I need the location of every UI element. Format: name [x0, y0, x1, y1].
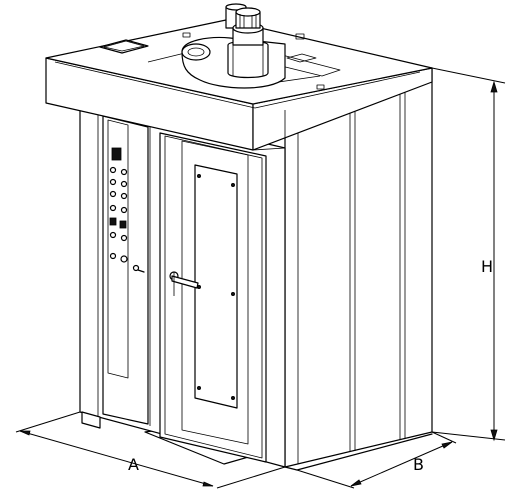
dimension-b: B	[296, 431, 457, 489]
dimension-b-label: B	[413, 455, 424, 474]
dimension-a-label: A	[128, 455, 139, 474]
door-window	[194, 164, 238, 409]
dimension-h: H	[431, 67, 506, 442]
fan-motor	[181, 7, 286, 89]
digital-display	[111, 147, 122, 161]
dimension-h-label: H	[481, 257, 493, 276]
control-panel	[109, 147, 145, 273]
roof-hatch	[99, 39, 149, 54]
control-column	[102, 115, 151, 426]
door	[159, 132, 267, 463]
door-handle	[169, 271, 199, 296]
dimension-a: A	[15, 411, 286, 489]
